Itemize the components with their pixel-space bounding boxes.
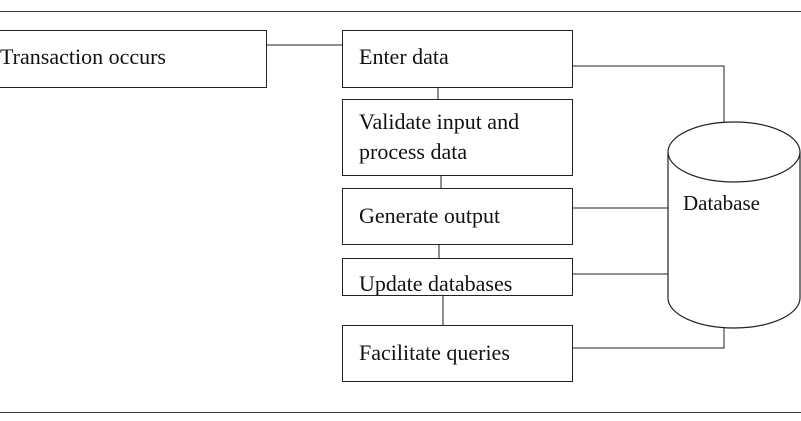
node-validate-input: Validate input and process data	[342, 99, 573, 176]
node-update-databases: Update databases	[342, 258, 573, 296]
node-label: Facilitate queries	[359, 340, 510, 365]
node-label-line1: Validate input and	[359, 109, 520, 134]
node-label-line2: process data	[359, 139, 468, 164]
bottom-rule	[0, 412, 801, 413]
node-facilitate-queries: Facilitate queries	[342, 325, 573, 382]
node-label: Transaction occurs	[0, 44, 166, 69]
database-cylinder	[667, 121, 801, 329]
node-label: Enter data	[359, 44, 449, 69]
node-label: Generate output	[359, 203, 501, 228]
node-label: Update databases	[359, 271, 513, 296]
top-rule	[0, 11, 801, 12]
node-enter-data: Enter data	[342, 30, 573, 88]
node-transaction-occurs: Transaction occurs	[0, 30, 267, 88]
database-label: Database	[683, 191, 760, 215]
node-generate-output: Generate output	[342, 188, 573, 245]
